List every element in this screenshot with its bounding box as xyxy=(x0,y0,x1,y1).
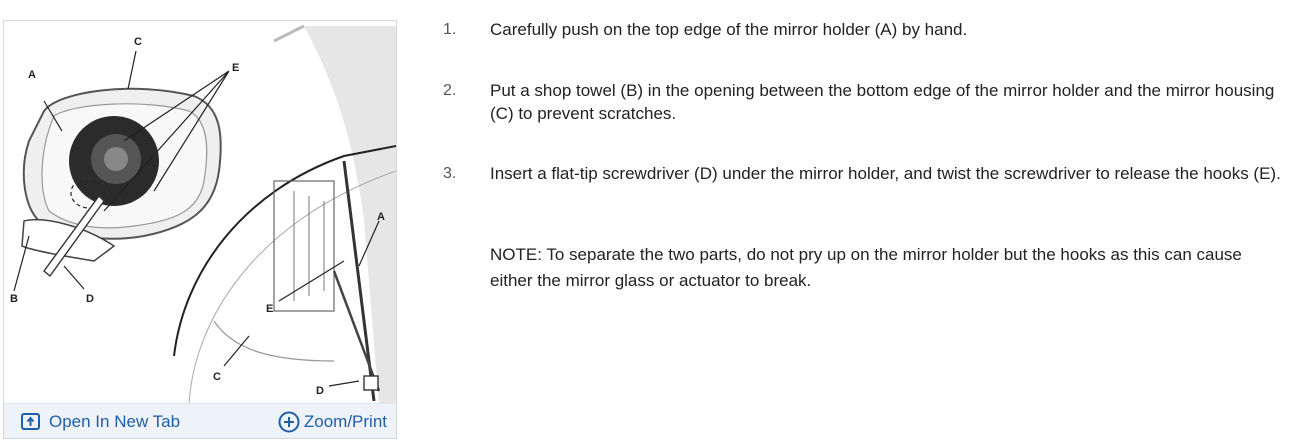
mirror-removal-illustration[interactable]: C A E B D A E C D xyxy=(4,21,396,404)
step-text: Carefully push on the top edge of the mi… xyxy=(490,20,968,39)
callout-a-right: A xyxy=(377,211,385,223)
step-number: 3. xyxy=(443,165,457,182)
open-in-new-tab-link[interactable]: Open In New Tab xyxy=(20,411,180,433)
zoom-plus-icon xyxy=(278,411,300,433)
callout-c-top: C xyxy=(134,36,142,48)
step-text: Put a shop towel (B) in the opening betw… xyxy=(490,81,1275,123)
figure-panel: C A E B D A E C D Open In New Tab Zoom/P… xyxy=(3,20,397,439)
callout-a-left: A xyxy=(28,69,36,81)
step-number: 1. xyxy=(443,21,457,38)
open-new-tab-icon xyxy=(21,413,40,430)
figure-toolbar: Open In New Tab Zoom/Print xyxy=(4,403,396,438)
callout-b: B xyxy=(10,293,18,305)
note-text: NOTE: To separate the two parts, do not … xyxy=(490,245,1242,290)
callout-d-left: D xyxy=(86,293,94,305)
callout-e-bottom: E xyxy=(266,303,273,315)
callout-d-bottom: D xyxy=(316,385,324,397)
zoom-print-link[interactable]: Zoom/Print xyxy=(278,411,387,433)
step-text: Insert a flat-tip screwdriver (D) under … xyxy=(490,164,1281,183)
callout-c-bottom: C xyxy=(213,371,221,383)
zoom-print-label: Zoom/Print xyxy=(303,412,387,431)
callout-e-top: E xyxy=(232,62,239,74)
open-in-new-tab-label: Open In New Tab xyxy=(49,412,181,431)
step-number: 2. xyxy=(443,82,457,99)
